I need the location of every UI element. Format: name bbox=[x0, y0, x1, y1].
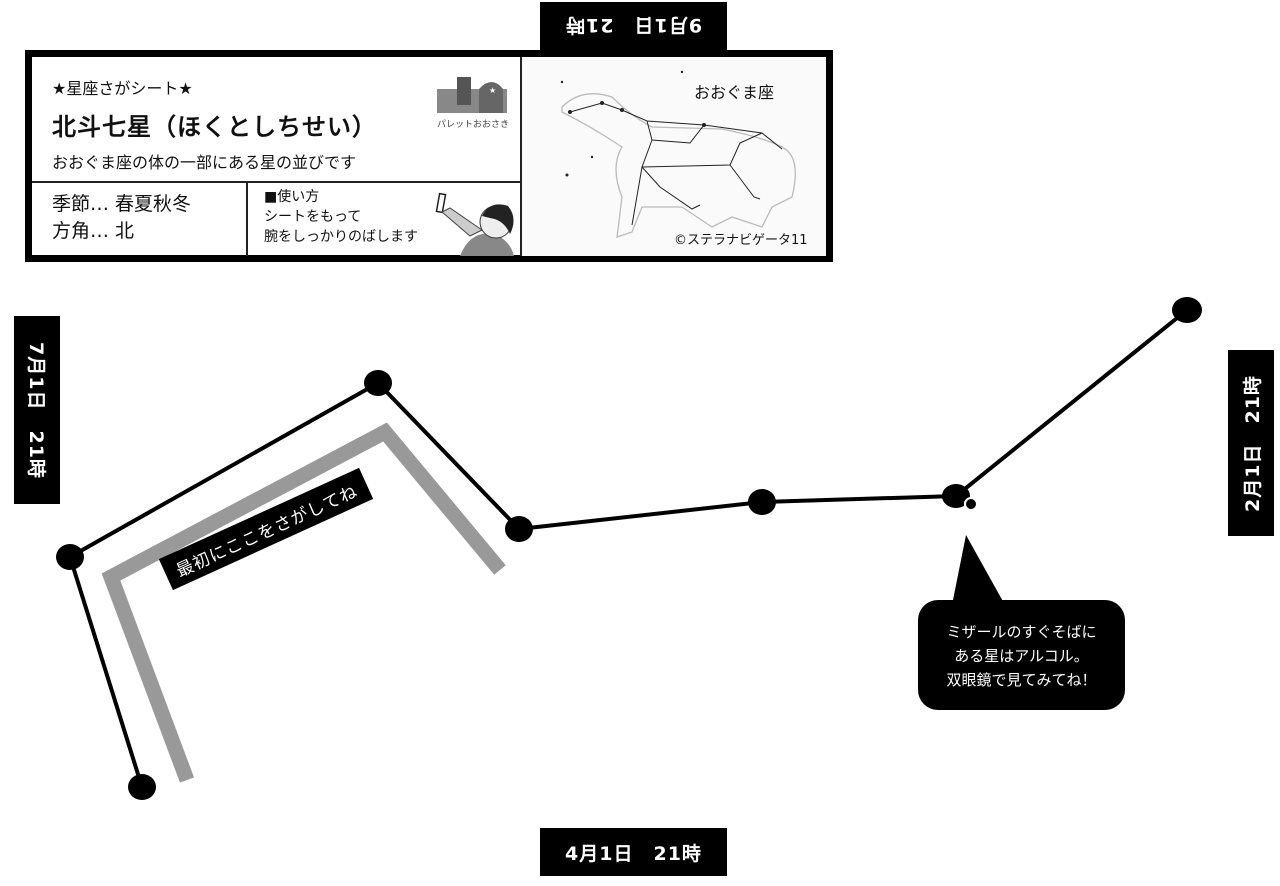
callout-line: ミザールのすぐそばに bbox=[946, 623, 1097, 641]
logo-icon: ★ bbox=[437, 77, 507, 113]
star-phecda bbox=[748, 489, 776, 515]
alcor-callout: ミザールのすぐそばに ある星はアルコル。 双眼鏡で見てみてね！ bbox=[918, 600, 1125, 710]
star-megrez bbox=[505, 516, 533, 542]
card-header: ★星座さがシート★ 北斗七星（ほくとしちせい） おおぐま座の体の一部にある星の並… bbox=[32, 57, 522, 183]
star-dubhe bbox=[1172, 297, 1202, 323]
star-alkaid bbox=[128, 774, 156, 800]
search-guide-path bbox=[101, 422, 506, 783]
date-label-apr: 4月1日 21時 bbox=[540, 828, 727, 876]
card-subtitle: ★星座さがシート★ bbox=[52, 79, 193, 98]
card-description: おおぐま座の体の一部にある星の並びです bbox=[52, 153, 357, 172]
star-mizar bbox=[942, 484, 970, 508]
direction-text: 方角… 北 bbox=[52, 220, 135, 242]
howto-line: シートをもって bbox=[264, 209, 362, 225]
howto-heading: ■使い方 bbox=[264, 189, 320, 205]
star-alioth bbox=[364, 370, 392, 396]
info-card: ★星座さがシート★ 北斗七星（ほくとしちせい） おおぐま座の体の一部にある星の並… bbox=[25, 50, 833, 262]
date-label-feb-text: 2月1日 21時 bbox=[1241, 374, 1264, 512]
season-info: 季節… 春夏秋冬 方角… 北 bbox=[32, 183, 248, 256]
date-label-jul: 7月1日 21時 bbox=[14, 316, 60, 504]
bear-constellation-icon bbox=[560, 70, 796, 238]
person-holding-sheet-icon bbox=[435, 192, 514, 256]
season-text: 季節… 春夏秋冬 bbox=[52, 193, 192, 215]
bear-title: おおぐま座 bbox=[694, 83, 775, 102]
callout-line: 双眼鏡で見てみてね！ bbox=[946, 671, 1097, 689]
bubble-pointer bbox=[952, 535, 1005, 605]
star-alcor bbox=[964, 497, 978, 511]
logo-text: パレットおおさき bbox=[437, 120, 510, 130]
copyright-text: ©ステラナビゲータ11 bbox=[674, 233, 808, 248]
callout-line: ある星はアルコル。 bbox=[954, 647, 1089, 665]
svg-text:★: ★ bbox=[489, 86, 496, 95]
date-label-feb: 2月1日 21時 bbox=[1228, 350, 1274, 536]
star-mizar-neighbor bbox=[56, 544, 84, 570]
date-label-sep: 9月1日 21時 bbox=[540, 2, 727, 52]
howto-line: 腕をしっかりのばします bbox=[264, 229, 418, 245]
ursa-major-illustration: おおぐま座 ©ステラナビゲータ11 bbox=[522, 57, 826, 256]
date-label-jul-text: 7月1日 21時 bbox=[24, 341, 47, 479]
howto-info: ■使い方 シートをもって 腕をしっかりのばします bbox=[248, 183, 522, 256]
card-title: 北斗七星（ほくとしちせい） bbox=[52, 113, 377, 141]
